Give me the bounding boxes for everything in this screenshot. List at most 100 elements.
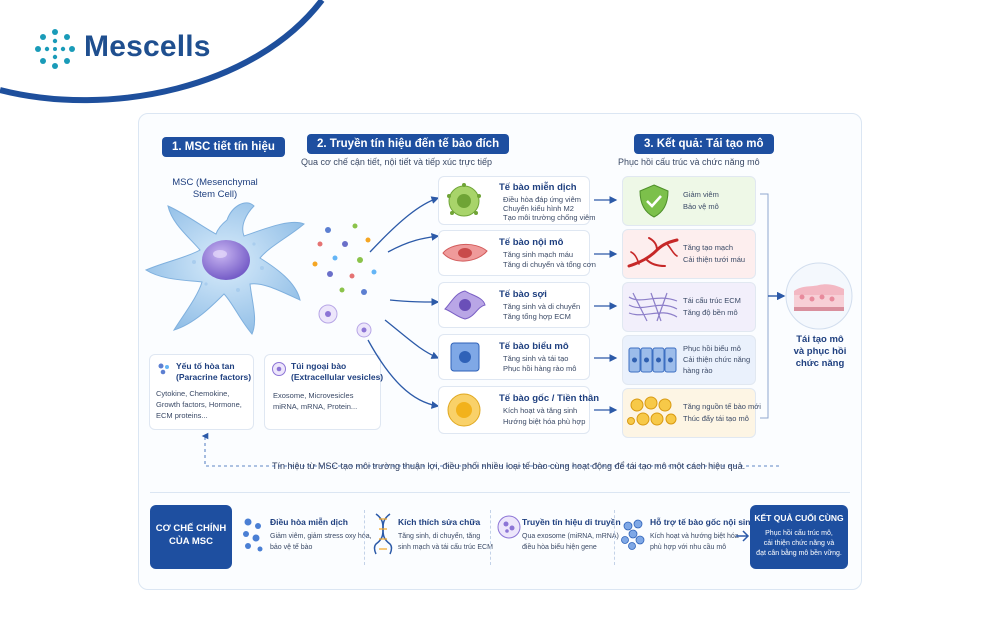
shield-check-icon	[639, 184, 669, 218]
final-result-line: Phục hồi cấu trúc mô,	[765, 530, 833, 537]
dna-icon	[373, 513, 393, 555]
result-card-epithelium: Phục hồi biểu mô Cải thiện chức năng hàn…	[622, 335, 756, 385]
feedback-loop-line	[201, 432, 779, 467]
result-line: Tăng nguồn tế bào mới	[683, 402, 761, 411]
target-line: Tăng sinh mạch máu	[503, 250, 574, 259]
target-title: Tế bào miễn dịch	[499, 182, 577, 193]
final-arrow	[736, 530, 750, 542]
result-arrows	[594, 196, 618, 414]
result-line: Cải thiện chức năng	[683, 355, 751, 364]
target-line: Tạo môi trường chống viêm	[503, 213, 596, 222]
exosome-icon	[497, 515, 521, 539]
final-result-title: KẾT QUẢ CUỐI CÙNG	[754, 513, 844, 523]
brand-name: Mescells	[84, 30, 211, 63]
target-title: Tế bào sợi	[499, 289, 547, 300]
immune-cell-icon	[447, 183, 481, 217]
msc-label: MSC (Mesenchymal Stem Cell)	[160, 177, 270, 201]
result-line: Thúc đẩy tái tạo mô	[683, 414, 749, 423]
target-line: Tăng sinh và tái tạo	[503, 354, 569, 363]
mechanisms-title-line1: CƠ CHẾ CHÍNH	[155, 523, 227, 534]
extracellular-vesicles-box: Túi ngoại bào (Extracellular vesicles) E…	[264, 354, 384, 430]
target-line: Hướng biệt hóa phù hợp	[503, 417, 586, 426]
fibroblast-cell-icon	[444, 290, 486, 320]
vesicle-icon	[272, 362, 286, 376]
msc-mechanisms-box: CƠ CHẾ CHÍNH CỦA MSC	[150, 505, 232, 569]
target-title: Tế bào nội mô	[499, 237, 564, 248]
result-card-anti-inflammation: Giảm viêm Bảo vệ mô	[622, 176, 756, 226]
mechanism-desc: điều hòa biểu hiện gene	[522, 544, 597, 551]
tissue-regeneration-icon	[785, 262, 853, 330]
target-card-immune: Tế bào miễn dịch Điều hòa đáp ứng viêm C…	[438, 176, 595, 225]
paracrine-factors-box: Yếu tố hòa tan (Paracrine factors) Cytok…	[149, 354, 254, 430]
paracrine-title1: Yếu tố hòa tan	[176, 361, 235, 371]
mechanism-desc: phù hợp với nhu cầu mô	[650, 544, 727, 551]
target-line: Tăng tổng hợp ECM	[503, 312, 571, 321]
outcome-line3: chức năng	[795, 358, 845, 369]
paracrine-line: ECM proteins...	[156, 411, 208, 420]
stem-cluster-icon	[621, 519, 645, 550]
target-card-epithelial: Tế bào biểu mô Tăng sinh và tái tạo Phục…	[438, 334, 590, 380]
mechanism-desc: Giảm viêm, giảm stress oxy hóa,	[270, 533, 372, 540]
col1-header: 1. MSC tiết tín hiệu	[162, 137, 285, 157]
endothelial-cell-icon	[442, 244, 488, 262]
new-cells-icon	[627, 396, 677, 426]
target-line: Tăng sinh và di chuyển	[503, 302, 581, 311]
final-result-box: KẾT QUẢ CUỐI CÙNG Phục hồi cấu trúc mô, …	[750, 505, 848, 569]
vesicles-line: miRNA, mRNA, Protein...	[273, 402, 358, 411]
epithelium-layer-icon	[628, 347, 677, 373]
col2-header: 2. Truyền tín hiệu đến tế bào đích	[307, 134, 510, 154]
target-card-stem: Tế bào gốc / Tiền thân Kích hoạt và tăng…	[438, 386, 599, 434]
target-line: Kích hoạt và tăng sinh	[503, 406, 578, 415]
immune-dots-icon	[243, 518, 263, 552]
outcome-line2: và phục hồi	[793, 346, 847, 357]
target-cells: Tế bào miễn dịch Điều hòa đáp ứng viêm C…	[438, 176, 599, 436]
signal-arrows	[367, 196, 440, 409]
mechanism-desc: Tăng sinh, di chuyển, tăng	[398, 533, 481, 540]
vesicles-title1: Túi ngoại bào	[291, 361, 347, 371]
target-line: Phục hồi hàng rào mô	[503, 364, 577, 373]
paracrine-line: Growth factors, Hormone,	[156, 400, 242, 409]
mechanism-desc: Qua exosome (miRNA, mRNA)	[522, 533, 619, 540]
result-line: Bảo vệ mô	[683, 202, 719, 211]
target-line: Tăng di chuyển và tổng cơn	[503, 260, 596, 269]
feedback-text: Tín hiệu từ MSC tạo môi trường thuận lợi…	[272, 461, 746, 471]
target-title: Tế bào gốc / Tiền thân	[499, 393, 600, 404]
col3-subtitle: Phục hồi cấu trúc và chức năng mô	[618, 157, 760, 167]
final-result-line: cải thiện chức năng và	[763, 540, 835, 547]
col2-subtitle: Qua cơ chế cận tiết, nội tiết và tiếp xú…	[301, 157, 493, 167]
msc-cell-illustration	[144, 202, 305, 335]
outcome-label: Tái tạo mô và phục hồi chức năng	[786, 334, 854, 370]
result-line: Phục hồi biểu mô	[683, 344, 741, 353]
result-line: Giảm viêm	[683, 190, 719, 199]
mechanism-title: Truyền tín hiệu di truyền	[522, 517, 621, 527]
result-line: Cải thiện tưới máu	[683, 255, 746, 264]
msc-label-line2: Stem Cell)	[192, 189, 238, 200]
logo-icon	[35, 29, 75, 69]
vesicles-title2: (Extracellular vesicles)	[291, 372, 384, 382]
mechanism-title: Kích thích sửa chữa	[398, 517, 481, 527]
final-result-line: đạt cân bằng mô bền vững.	[756, 550, 842, 557]
col3-header: 3. Kết quả: Tái tạo mô	[634, 134, 774, 154]
divider	[614, 510, 615, 565]
blood-vessel-icon	[627, 237, 679, 268]
paracrine-line: Cytokine, Chemokine,	[156, 389, 230, 398]
result-line: Tái cấu trúc ECM	[683, 296, 741, 305]
divider	[490, 510, 491, 565]
secreted-factors-particles	[312, 223, 377, 338]
result-line: hàng rào	[683, 366, 713, 375]
result-line: Tăng tạo mạch	[683, 243, 734, 252]
result-card-new-cells: Tăng nguồn tế bào mới Thúc đẩy tái tạo m…	[622, 388, 761, 438]
target-card-endothelial: Tế bào nội mô Tăng sinh mạch máu Tăng di…	[438, 230, 596, 276]
ecm-fibers-icon	[628, 292, 678, 322]
result-line: Tăng độ bền mô	[683, 308, 738, 317]
stem-cell-icon	[447, 393, 481, 427]
target-line: Chuyển kiểu hình M2	[503, 204, 574, 213]
outcome-bracket	[760, 193, 786, 419]
mechanisms-section	[150, 492, 850, 579]
target-card-fibroblast: Tế bào sợi Tăng sinh và di chuyển Tăng t…	[438, 282, 590, 328]
divider	[364, 510, 365, 565]
paracrine-title2: (Paracrine factors)	[176, 372, 252, 382]
mechanism-title: Điều hòa miễn dịch	[270, 517, 348, 527]
outcome-line1: Tái tạo mô	[796, 334, 844, 345]
header-curve	[0, 0, 325, 104]
